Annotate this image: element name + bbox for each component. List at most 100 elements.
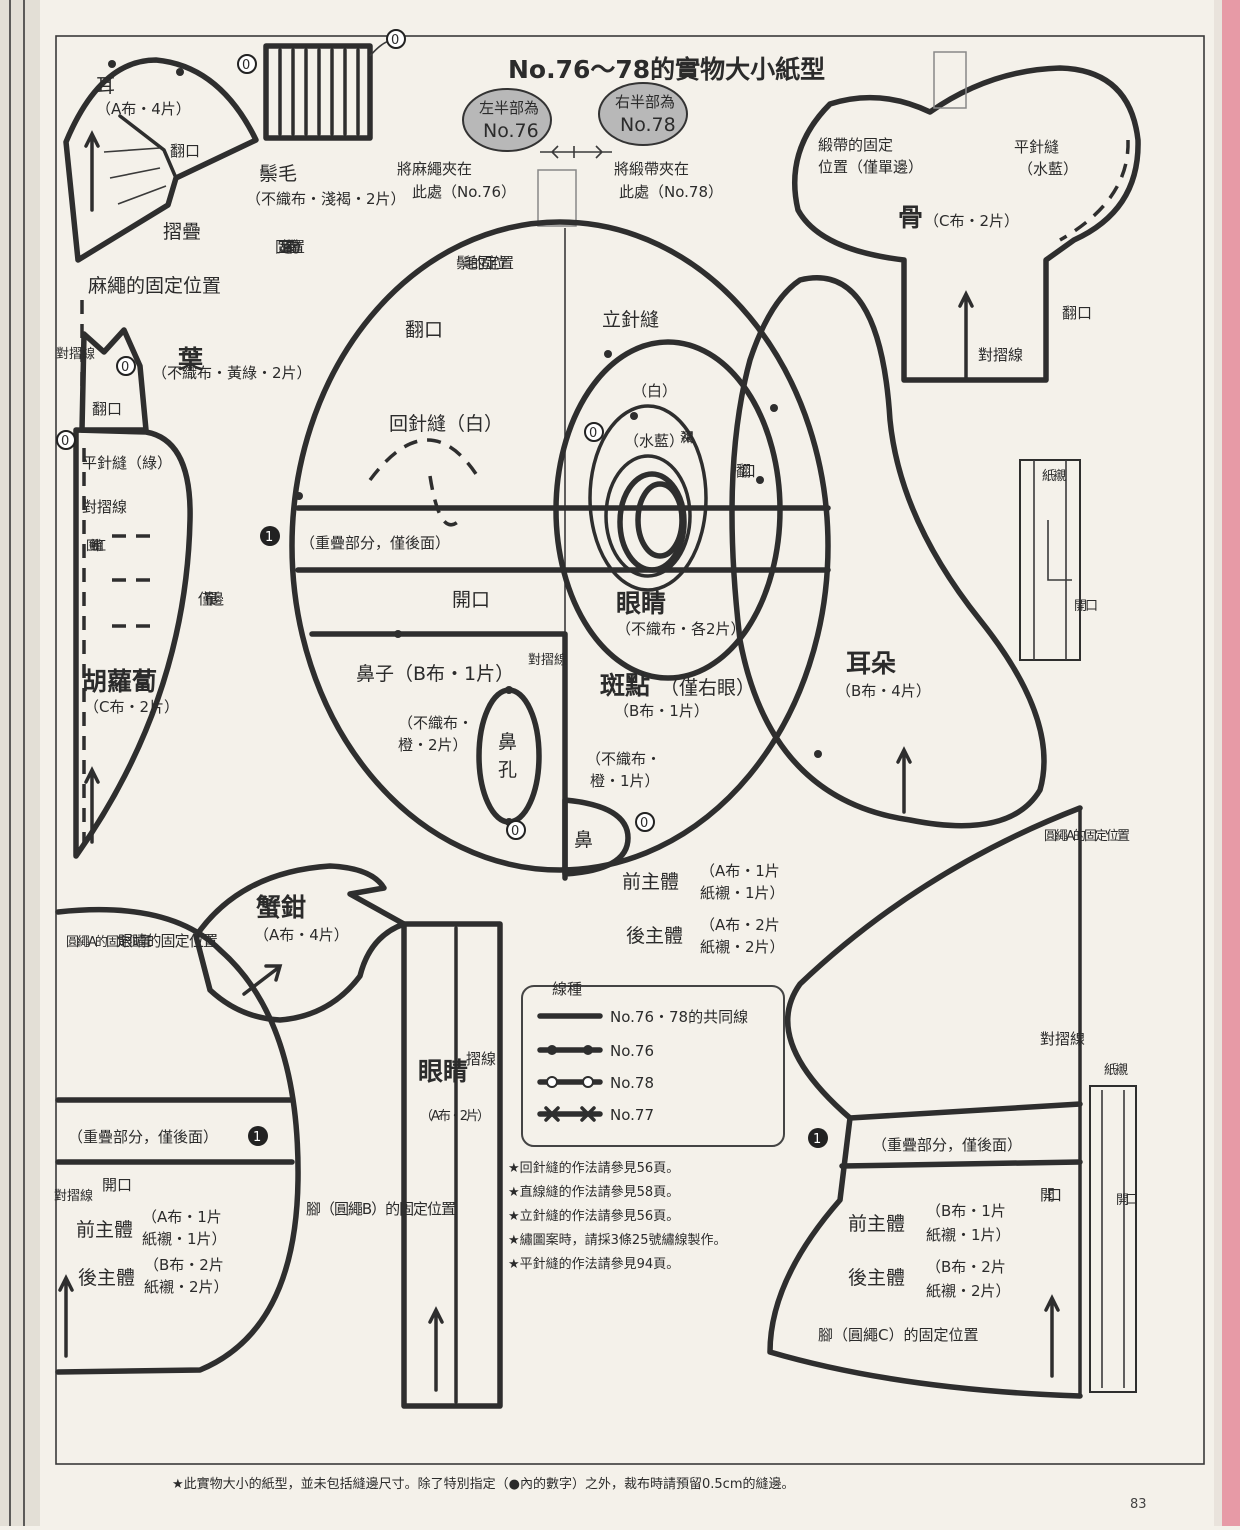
crab-front-body: 前主體 bbox=[76, 1219, 133, 1241]
right-front-spec: （B布・1片 bbox=[926, 1202, 1006, 1220]
marker-zero: 0 bbox=[635, 812, 655, 832]
nostril-spec: （不織布・ bbox=[398, 714, 473, 732]
carrot-name: 胡蘿蔔 bbox=[82, 667, 157, 696]
svg-text:1: 1 bbox=[813, 1132, 821, 1147]
clip-hint bbox=[537, 169, 577, 227]
bone-fold-line: 對摺線 bbox=[978, 346, 1023, 364]
page-number: 83 bbox=[1130, 1497, 1147, 1512]
hair-name: 鬃毛 bbox=[259, 163, 297, 185]
right-front-body: 前主體 bbox=[848, 1213, 905, 1235]
legend-title: 線種 bbox=[552, 980, 582, 998]
ear-top-pleat: 摺疊 bbox=[163, 221, 201, 243]
svg-text:紙襯・2片）: 紙襯・2片） bbox=[700, 938, 785, 956]
footer-note: ★此實物大小的紙型，並未包括縫邊尺寸。除了特別指定（●內的數字）之外，裁布時請預… bbox=[172, 1476, 794, 1492]
right-rope-pos: 圓繩A的固定位置 bbox=[1044, 828, 1130, 844]
page-title: No.76～78的實物大小紙型 bbox=[508, 55, 825, 84]
right-leg-pos: 腳（圓繩C）的固定位置 bbox=[818, 1326, 978, 1344]
marker-one: 1 bbox=[248, 1126, 268, 1146]
right-overlap: （重疊部分，僅後面） bbox=[872, 1136, 1022, 1154]
strip-opening: 開口 bbox=[1074, 599, 1098, 614]
svg-text:0: 0 bbox=[589, 426, 597, 441]
marker-zero: 0 bbox=[56, 430, 76, 450]
svg-text:右半部為: 右半部為 bbox=[615, 93, 675, 111]
head-front-body: 前主體 bbox=[622, 871, 679, 893]
bone-running-stitch: 平針縫 bbox=[1014, 138, 1059, 156]
svg-text:橙・2片）: 橙・2片） bbox=[398, 736, 468, 754]
svg-text:紙襯・1片）: 紙襯・1片） bbox=[926, 1226, 1011, 1244]
ear-top-name: 耳 bbox=[96, 75, 115, 97]
right-back-body: 後主體 bbox=[848, 1267, 905, 1289]
right-opening: 開口 bbox=[1040, 1186, 1062, 1204]
ear-top-spec: （A布・4片） bbox=[96, 100, 191, 118]
legend-76: No.76 bbox=[610, 1042, 654, 1060]
crab-front-spec: （A布・1片 bbox=[142, 1208, 222, 1226]
eye-spec: （不織布・各2片） bbox=[616, 620, 746, 638]
book-spine bbox=[0, 0, 40, 1526]
legend-box bbox=[521, 985, 785, 1147]
note-4: ★繡圖案時，請採3條25號繡線製作。 bbox=[508, 1232, 726, 1248]
eye-piece bbox=[553, 339, 783, 681]
svg-text:紙襯・1片）: 紙襯・1片） bbox=[700, 884, 785, 902]
right-opening-2: 開口 bbox=[1116, 1193, 1138, 1208]
svg-text:紙襯・2片）: 紙襯・2片） bbox=[926, 1282, 1011, 1300]
hair-spec: （不織布・淺褐・2片） bbox=[246, 190, 406, 208]
legend-77: No.77 bbox=[610, 1106, 654, 1124]
crab-back-body: 後主體 bbox=[78, 1267, 135, 1289]
eye-name: 眼睛 bbox=[616, 589, 666, 618]
eye-strip-pleat-line: 摺線 bbox=[466, 1050, 496, 1068]
crab-body-piece bbox=[55, 906, 301, 1375]
crab-eye-pos: 眼睛的固定位置 bbox=[118, 932, 218, 950]
legend-78: No.78 bbox=[610, 1074, 654, 1092]
nostril-piece bbox=[476, 686, 542, 826]
note-5: ★平針縫的作法請參見94頁。 bbox=[508, 1256, 679, 1272]
head-back-stitch: 回針縫（白） bbox=[389, 413, 503, 435]
right-interfacing: 紙襯 bbox=[1104, 1062, 1128, 1078]
svg-text:0: 0 bbox=[511, 824, 519, 839]
badge-left: 左半部為 No.76 bbox=[462, 88, 552, 152]
hair-piece bbox=[263, 39, 393, 141]
claw-spec: （A布・4片） bbox=[254, 926, 349, 944]
svg-text:No.76: No.76 bbox=[483, 120, 539, 142]
marker-one: 1 bbox=[260, 526, 280, 546]
rope-position-label: 麻繩的固定位置 bbox=[88, 275, 221, 297]
claw-piece bbox=[193, 863, 407, 1023]
ear-right-fold: 翻口 bbox=[736, 462, 756, 480]
eye-strip-name: 眼睛 bbox=[418, 1057, 468, 1086]
svg-text:0: 0 bbox=[61, 434, 69, 449]
ear-position-label: 固定耳朵的位置 bbox=[275, 238, 305, 256]
bone-name: 骨 bbox=[898, 203, 923, 232]
leaf-spec: （不織布・黃綠・2片） bbox=[152, 364, 312, 382]
crab-opening: 開口 bbox=[102, 1176, 132, 1194]
svg-text:橙・1片）: 橙・1片） bbox=[590, 772, 660, 790]
leaf-fold: 翻口 bbox=[92, 400, 122, 418]
bone-running-color: （水藍） bbox=[1018, 160, 1078, 178]
svg-text:No.78: No.78 bbox=[620, 114, 676, 136]
svg-text:此處（No.78）: 此處（No.78） bbox=[619, 183, 723, 201]
hair-position-label: 鬃毛的固定位置 bbox=[456, 254, 514, 272]
svg-text:0: 0 bbox=[242, 58, 250, 73]
right-body-piece bbox=[767, 805, 1137, 1399]
right-back-spec: （B布・2片 bbox=[926, 1258, 1006, 1276]
strip-interfacing: 紙襯 bbox=[1042, 468, 1066, 484]
ear-right-spec: （B布・4片） bbox=[836, 682, 931, 700]
svg-text:左半部為: 左半部為 bbox=[479, 99, 539, 117]
right-note: 將緞帶夾在 bbox=[614, 160, 689, 178]
eye-strip-piece bbox=[401, 921, 503, 1409]
eye-brown: 深褐 bbox=[680, 431, 694, 446]
crab-rope-pos: 圓繩A的固定位置 bbox=[66, 934, 152, 950]
svg-text:0: 0 bbox=[640, 816, 648, 831]
head-overlap: （重疊部分，僅後面） bbox=[300, 534, 450, 552]
head-fold-line: 對摺線 bbox=[528, 652, 567, 668]
crab-back-spec: （B布・2片 bbox=[144, 1256, 224, 1274]
svg-text:1: 1 bbox=[265, 530, 273, 545]
page-edge-pink bbox=[1222, 0, 1240, 1526]
bone-fold: 翻口 bbox=[1062, 304, 1092, 322]
legend-common: No.76・78的共同線 bbox=[610, 1008, 748, 1026]
head-back-body: 後主體 bbox=[626, 925, 683, 947]
badge-right: 右半部為 No.78 bbox=[598, 82, 688, 146]
strip-right-piece bbox=[1019, 459, 1081, 661]
svg-text:0: 0 bbox=[391, 33, 399, 48]
svg-text:位置（僅單邊）: 位置（僅單邊） bbox=[818, 158, 923, 176]
bone-piece bbox=[792, 51, 1141, 383]
